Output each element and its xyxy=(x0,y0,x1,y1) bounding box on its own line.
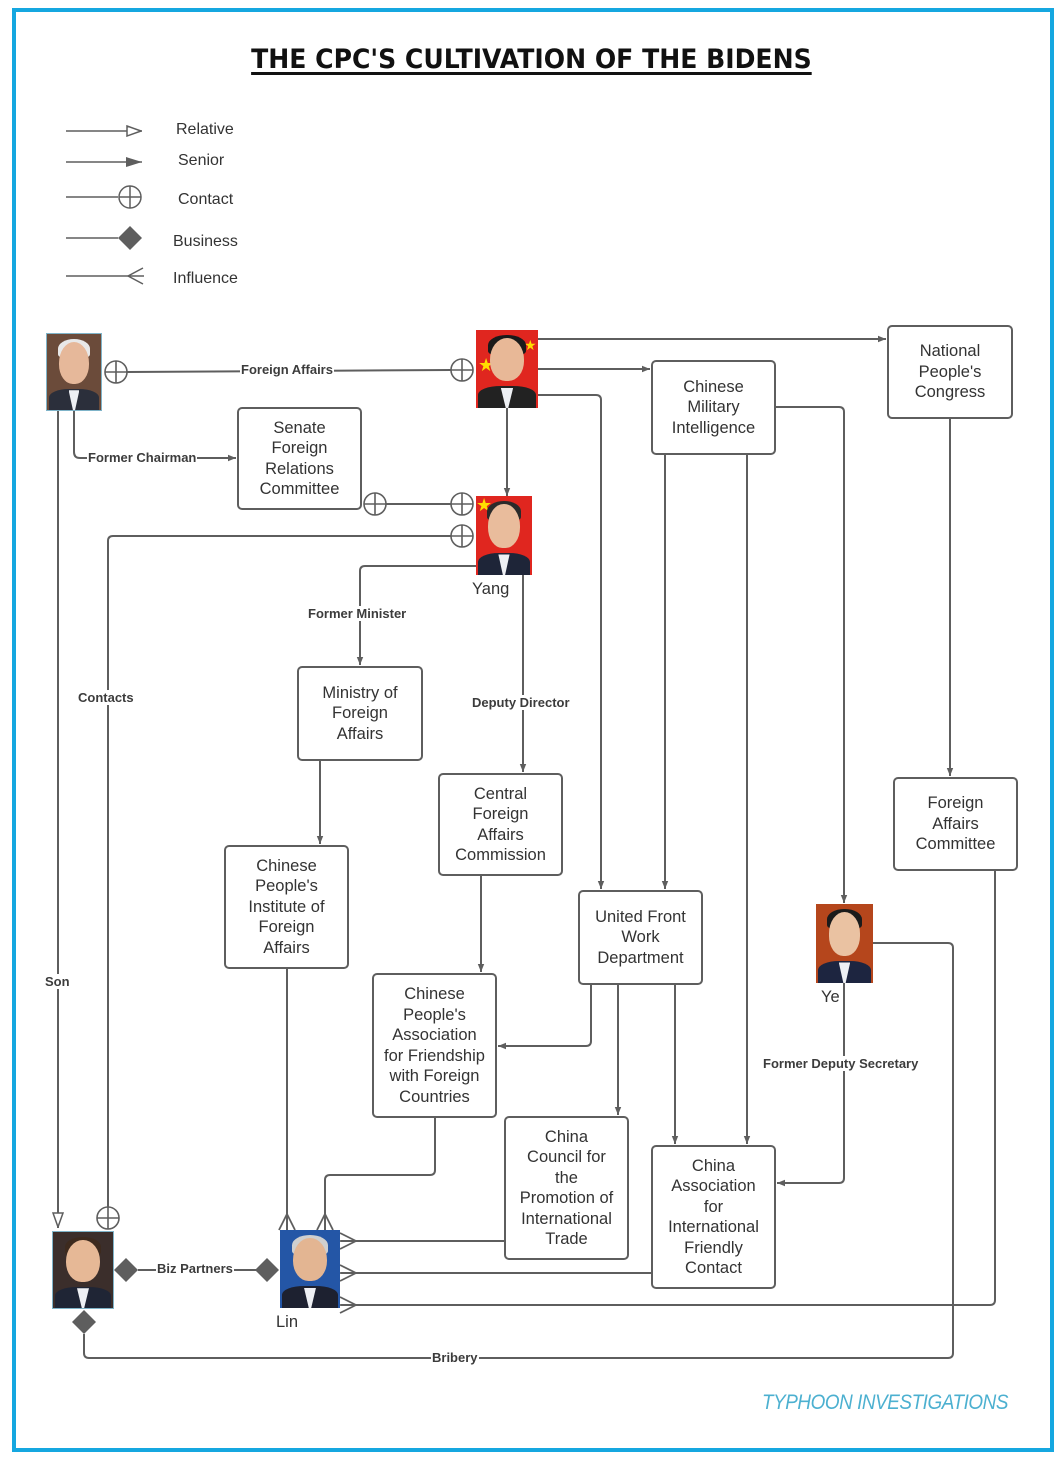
legend-label-contact: Contact xyxy=(178,191,234,208)
influence-crow-ccpit-lin xyxy=(339,1232,357,1250)
influence-crow-caifc-lin xyxy=(339,1264,357,1282)
legend-label-influence: Influence xyxy=(173,270,238,287)
box-central-foreign-affairs-commission: Central Foreign Affairs Commission xyxy=(438,773,563,876)
box-china-council-promotion-international-trade: China Council for the Promotion of Inter… xyxy=(504,1116,629,1260)
page-frame xyxy=(12,8,1054,1452)
edge-former-chairman xyxy=(73,411,236,462)
business-diamond-lin xyxy=(255,1258,279,1282)
photo-ye xyxy=(816,904,873,983)
edge-ufwd-cpaffc xyxy=(498,984,592,1050)
edge-fac-lin xyxy=(341,870,996,1306)
box-national-peoples-congress: National People's Congress xyxy=(887,325,1013,419)
edge-label-contacts: Contacts xyxy=(77,690,135,705)
edge-label-biz-partners: Biz Partners xyxy=(156,1261,234,1276)
influence-crow-cpaffc-lin xyxy=(316,1213,334,1231)
edge-label-deputy-director: Deputy Director xyxy=(471,695,571,710)
box-senate-foreign-relations-committee: Senate Foreign Relations Committee xyxy=(237,407,362,510)
edge-endcaps xyxy=(72,358,474,1334)
legend-influence-symbol xyxy=(66,267,144,285)
box-chinese-peoples-association-for-friendship: Chinese People's Association for Friends… xyxy=(372,973,497,1118)
photo-lin xyxy=(280,1230,340,1308)
edge-contacts xyxy=(107,535,451,1207)
legend-label-business: Business xyxy=(173,233,238,250)
edge-label-former-deputy-secretary: Former Deputy Secretary xyxy=(762,1056,920,1071)
business-diamond-hunter xyxy=(114,1258,138,1282)
edge-cmi-ye xyxy=(776,406,848,903)
edge-label-foreign-affairs: Foreign Affairs xyxy=(240,362,334,377)
photo-yang: ★ xyxy=(476,496,532,575)
photo-xi-jinping: ★ ★ xyxy=(476,330,538,408)
influence-crow-fac-lin xyxy=(339,1296,357,1314)
edges xyxy=(58,335,996,1359)
contact-icon-hunter xyxy=(96,1206,120,1230)
legend-business-symbol xyxy=(66,226,142,250)
photo-hunter-biden xyxy=(52,1231,114,1309)
box-chinese-military-intelligence: Chinese Military Intelligence xyxy=(651,360,776,455)
diagram-title-text: THE CPC'S CULTIVATION OF THE BIDENS xyxy=(250,44,812,75)
edge-label-former-minister: Former Minister xyxy=(307,606,408,621)
box-united-front-work-department: United Front Work Department xyxy=(578,890,703,985)
footer-brand: TYPHOON INVESTIGATIONS xyxy=(762,1391,1008,1414)
label-ye: Ye xyxy=(821,988,840,1006)
label-yang: Yang xyxy=(472,580,510,598)
edge-label-former-chairman: Former Chairman xyxy=(87,450,198,465)
edge-cpaffc-lin xyxy=(324,1117,436,1230)
edge-xi-ufwd xyxy=(538,394,605,889)
contact-icon-senate xyxy=(363,492,387,516)
contact-icon-yang-senate xyxy=(450,492,474,516)
business-diamond-hunter-bribery xyxy=(72,1310,96,1334)
edge-label-bribery: Bribery xyxy=(431,1350,479,1365)
box-china-association-international-friendly-contact: China Association for International Frie… xyxy=(651,1145,776,1289)
label-lin: Lin xyxy=(276,1313,299,1331)
edge-former-deputy-secretary xyxy=(777,983,845,1187)
legend-contact-symbol xyxy=(66,185,142,209)
box-ministry-of-foreign-affairs: Ministry of Foreign Affairs xyxy=(297,666,423,761)
contact-icon-yang-hunter xyxy=(450,524,474,548)
edge-former-minister xyxy=(356,565,476,665)
box-foreign-affairs-committee: Foreign Affairs Committee xyxy=(893,777,1018,871)
contact-icon-xi xyxy=(450,358,474,382)
legend-label-relative: Relative xyxy=(176,121,234,138)
contact-icon-joe xyxy=(104,360,128,384)
edge-label-son: Son xyxy=(44,974,71,989)
legend xyxy=(66,131,144,285)
edge-bribery xyxy=(83,942,954,1359)
box-chinese-peoples-institute-of-foreign-affairs: Chinese People's Institute of Foreign Af… xyxy=(224,845,349,969)
influence-crow-cpifa-lin xyxy=(278,1213,296,1231)
photo-joe-biden xyxy=(46,333,102,411)
legend-label-senior: Senior xyxy=(178,152,225,169)
diagram-title: THE CPC'S CULTIVATION OF THE BIDENS xyxy=(0,44,1062,75)
